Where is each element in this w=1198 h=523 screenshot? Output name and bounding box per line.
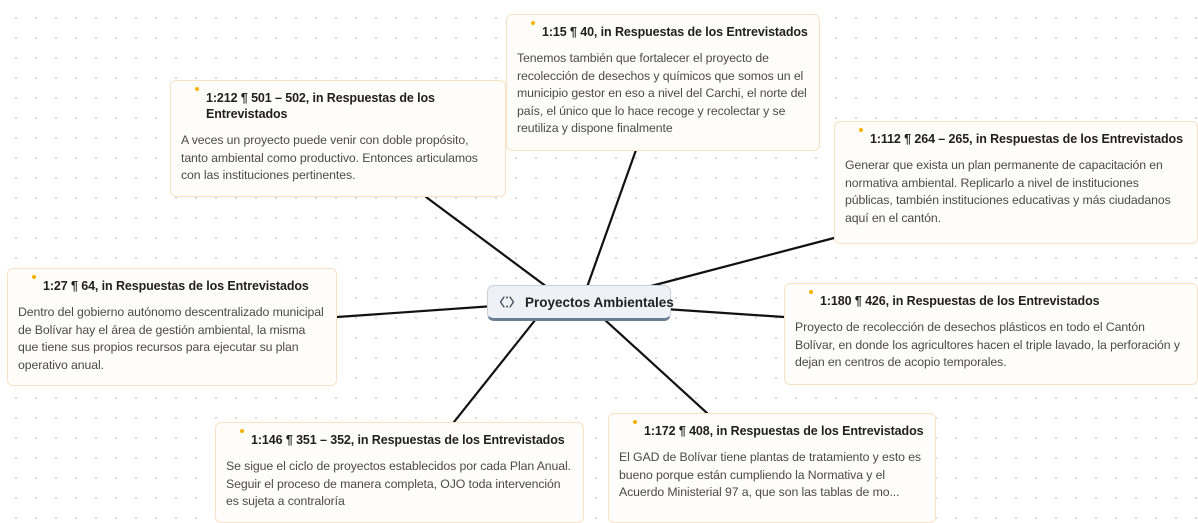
quotation-text: El GAD de Bolívar tiene plantas de trata… (619, 450, 921, 499)
quotation-header: 1:27 ¶ 64, in Respuestas de los Entrevis… (18, 275, 326, 294)
quotation-header: 1:180 ¶ 426, in Respuestas de los Entrev… (795, 290, 1187, 309)
connector-line (663, 307, 786, 319)
code-network-icon (499, 294, 515, 310)
quotation-dot-icon (240, 429, 244, 433)
quotation-card[interactable]: 1:15 ¶ 40, in Respuestas de los Entrevis… (506, 14, 820, 151)
quotation-reference: 1:146 ¶ 351 – 352, in Respuestas de los … (251, 433, 565, 447)
quotation-card[interactable]: 1:146 ¶ 351 – 352, in Respuestas de los … (215, 422, 584, 523)
quotation-reference: 1:15 ¶ 40, in Respuestas de los Entrevis… (542, 25, 808, 39)
quotation-dot-icon (859, 128, 863, 132)
quotation-card[interactable]: 1:172 ¶ 408, in Respuestas de los Entrev… (608, 413, 936, 523)
quotation-card[interactable]: 1:180 ¶ 426, in Respuestas de los Entrev… (784, 283, 1198, 385)
quotation-header: 1:146 ¶ 351 – 352, in Respuestas de los … (226, 429, 573, 448)
quotation-text: Tenemos también que fortalecer el proyec… (517, 51, 807, 135)
quotation-header: 1:112 ¶ 264 – 265, in Respuestas de los … (845, 128, 1187, 147)
quotation-reference: 1:112 ¶ 264 – 265, in Respuestas de los … (870, 132, 1183, 146)
connector-line (584, 148, 638, 292)
quotation-dot-icon (633, 420, 637, 424)
connector-line (649, 236, 836, 288)
quotation-text: Dentro del gobierno autónomo descentrali… (18, 305, 324, 372)
quotation-dot-icon (32, 275, 36, 279)
connector-line (335, 304, 496, 319)
central-code-label: Proyectos Ambientales (525, 294, 674, 310)
quotation-card[interactable]: 1:27 ¶ 64, in Respuestas de los Entrevis… (7, 268, 337, 386)
connector-line (424, 195, 553, 292)
quotation-dot-icon (195, 87, 199, 91)
quotation-reference: 1:27 ¶ 64, in Respuestas de los Entrevis… (43, 279, 309, 293)
central-code-node[interactable]: Proyectos Ambientales (487, 285, 674, 321)
quotation-dot-icon (531, 21, 535, 25)
quotation-text: Generar que exista un plan permanente de… (845, 158, 1171, 225)
quotation-card[interactable]: 1:212 ¶ 501 – 502, in Respuestas de los … (170, 80, 506, 197)
quotation-reference: 1:180 ¶ 426, in Respuestas de los Entrev… (820, 294, 1100, 308)
quotation-text: Se sigue el ciclo de proyectos estableci… (226, 459, 571, 508)
quotation-header: 1:212 ¶ 501 – 502, in Respuestas de los … (181, 87, 495, 122)
quotation-dot-icon (809, 290, 813, 294)
quotation-card[interactable]: 1:112 ¶ 264 – 265, in Respuestas de los … (834, 121, 1198, 244)
quotation-text: Proyecto de recolección de desechos plás… (795, 320, 1180, 369)
quotation-header: 1:15 ¶ 40, in Respuestas de los Entrevis… (517, 21, 809, 40)
connector-line (602, 317, 709, 415)
quotation-reference: 1:172 ¶ 408, in Respuestas de los Entrev… (644, 424, 924, 438)
quotation-header: 1:172 ¶ 408, in Respuestas de los Entrev… (619, 420, 925, 439)
quotation-reference: 1:212 ¶ 501 – 502, in Respuestas de los … (206, 91, 435, 121)
connector-line (452, 317, 538, 424)
quotation-text: A veces un proyecto puede venir con dobl… (181, 133, 478, 182)
